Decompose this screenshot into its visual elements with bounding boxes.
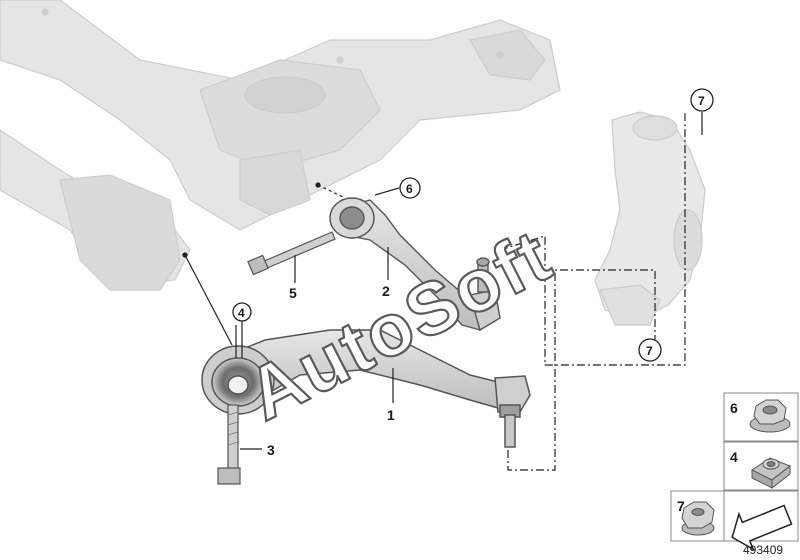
- callout-7-bottom-circle: 7: [638, 338, 662, 362]
- upper-control-arm: [329, 197, 501, 332]
- bolt-3: [217, 404, 241, 485]
- callout-4: 4: [238, 306, 245, 320]
- callout-4-circle: 4: [232, 302, 252, 322]
- callout-1: 1: [387, 407, 395, 423]
- callout-6-circle: 6: [399, 177, 421, 199]
- hex-flange-nut-icon: [749, 399, 791, 433]
- callout-5: 5: [289, 285, 297, 301]
- inset-label-7: 7: [677, 498, 685, 514]
- callout-7-top-circle: 7: [690, 88, 714, 112]
- callout-7-bottom: 7: [646, 344, 653, 358]
- assembly-paths: [499, 112, 686, 471]
- callout-6: 6: [406, 182, 413, 196]
- hex-nut-icon: [681, 501, 715, 536]
- bolt-5: [247, 231, 336, 276]
- callout-3: 3: [267, 442, 275, 458]
- lower-control-arm: [201, 329, 531, 448]
- knuckle-ghost: [594, 111, 706, 326]
- inset-label-4: 4: [730, 449, 738, 465]
- document-id: 493409: [743, 543, 783, 557]
- fastener-inset: 6 4 7: [670, 392, 799, 551]
- subframe-ghost: [0, 0, 561, 291]
- direction-arrow-icon: [731, 504, 793, 551]
- inset-label-6: 6: [730, 400, 738, 416]
- callout-7-top: 7: [698, 94, 705, 108]
- callout-2: 2: [382, 283, 390, 299]
- leader-lines: [182, 112, 703, 450]
- square-nut-icon: [751, 457, 791, 490]
